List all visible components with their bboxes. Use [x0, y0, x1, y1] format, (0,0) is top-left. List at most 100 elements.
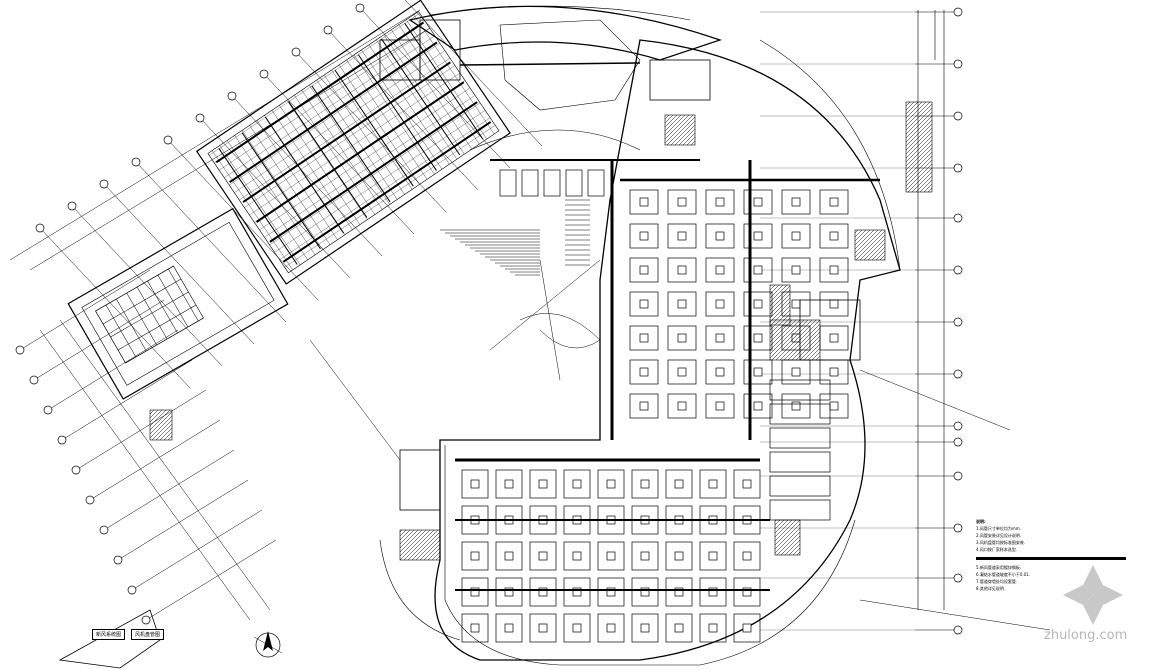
duct-branch	[334, 69, 414, 187]
fan-coil-unit	[791, 231, 801, 241]
fan-coil-unit	[639, 197, 649, 207]
room	[563, 541, 591, 571]
top-plaza-outline	[408, 5, 722, 61]
fan-coil-unit	[470, 623, 480, 633]
main-building-outline	[434, 39, 901, 661]
duct-branch	[218, 148, 298, 265]
room	[629, 291, 659, 317]
room	[499, 169, 517, 197]
room	[597, 613, 625, 643]
room	[667, 291, 697, 317]
room	[667, 359, 697, 385]
axis-bubble	[355, 3, 365, 13]
fan-coil-unit	[639, 299, 649, 309]
axis-bubble	[163, 135, 173, 145]
north-arrow-icon	[253, 631, 283, 658]
fan-coil-unit	[538, 551, 548, 561]
axis-bubble	[35, 223, 45, 233]
fan-coil-unit	[640, 479, 650, 489]
room	[629, 393, 659, 419]
fan-coil-unit	[504, 587, 514, 597]
fan-coil-unit	[470, 479, 480, 489]
fan-coil-unit	[677, 401, 687, 411]
axis-bubble	[291, 47, 301, 57]
room	[529, 541, 557, 571]
axis-bubble	[953, 471, 963, 481]
fan-coil-unit	[572, 623, 582, 633]
room	[587, 169, 605, 197]
room	[631, 613, 659, 643]
room	[461, 613, 489, 643]
notes-line: 1.风管尺寸单位均为mm.	[976, 526, 1021, 531]
fan-coil-unit	[742, 551, 752, 561]
fan-coil-unit	[829, 367, 839, 377]
duct-line	[242, 61, 451, 203]
grid-line	[95, 310, 126, 364]
room	[667, 189, 697, 215]
room	[529, 613, 557, 643]
room	[597, 469, 625, 499]
diagonal-axis-line	[39, 227, 191, 389]
room	[631, 577, 659, 607]
fan-coil-unit	[639, 367, 649, 377]
axis-bubble	[953, 59, 963, 69]
room	[699, 577, 727, 607]
notes-divider	[976, 557, 1126, 560]
diagonal-axis-line	[47, 329, 179, 411]
fan-coil-unit	[639, 231, 649, 241]
axis-bubble	[259, 69, 269, 79]
fan-coil-unit	[753, 401, 763, 411]
room	[631, 541, 659, 571]
diagonal-axis-line	[75, 389, 207, 471]
fan-coil-unit	[753, 333, 763, 343]
axis-bubble	[953, 523, 963, 533]
fan-coil-unit	[639, 265, 649, 275]
room	[819, 257, 849, 283]
axis-bubble	[953, 421, 963, 431]
fan-coil-unit	[640, 587, 650, 597]
fan-coil-unit	[753, 231, 763, 241]
fan-coil-unit	[708, 587, 718, 597]
fan-coil-unit	[715, 299, 725, 309]
room	[563, 613, 591, 643]
fan-coil-unit	[470, 587, 480, 597]
room	[699, 541, 727, 571]
room	[769, 403, 831, 425]
axis-bubble	[29, 375, 39, 385]
room	[781, 189, 811, 215]
room	[769, 379, 831, 401]
axis-bubble	[99, 179, 109, 189]
room	[629, 359, 659, 385]
room	[495, 613, 523, 643]
fan-coil-unit	[640, 623, 650, 633]
room	[665, 541, 693, 571]
room	[461, 541, 489, 571]
room	[769, 499, 831, 521]
axis-bubble	[131, 157, 141, 167]
room	[699, 469, 727, 499]
axis-bubble	[953, 7, 963, 17]
room	[563, 469, 591, 499]
room	[705, 189, 735, 215]
fan-coil-unit	[715, 197, 725, 207]
room	[705, 257, 735, 283]
fan-coil-unit	[829, 333, 839, 343]
room	[743, 359, 773, 385]
fan-coil-unit	[572, 587, 582, 597]
room	[631, 469, 659, 499]
fan-coil-unit	[715, 265, 725, 275]
room	[563, 577, 591, 607]
legend-right: 风机盘管图	[131, 629, 165, 640]
duct-branch	[404, 22, 484, 140]
diagonal-axis-line	[19, 269, 151, 351]
notes-heading: 说明:	[976, 519, 986, 524]
fan-coil-unit	[606, 551, 616, 561]
axis-bubble	[227, 91, 237, 101]
room	[769, 427, 831, 449]
room	[733, 469, 761, 499]
room	[565, 169, 583, 197]
room	[819, 291, 849, 317]
room	[705, 223, 735, 249]
axis-bubble	[323, 25, 333, 35]
dimension-line	[59, 319, 271, 611]
